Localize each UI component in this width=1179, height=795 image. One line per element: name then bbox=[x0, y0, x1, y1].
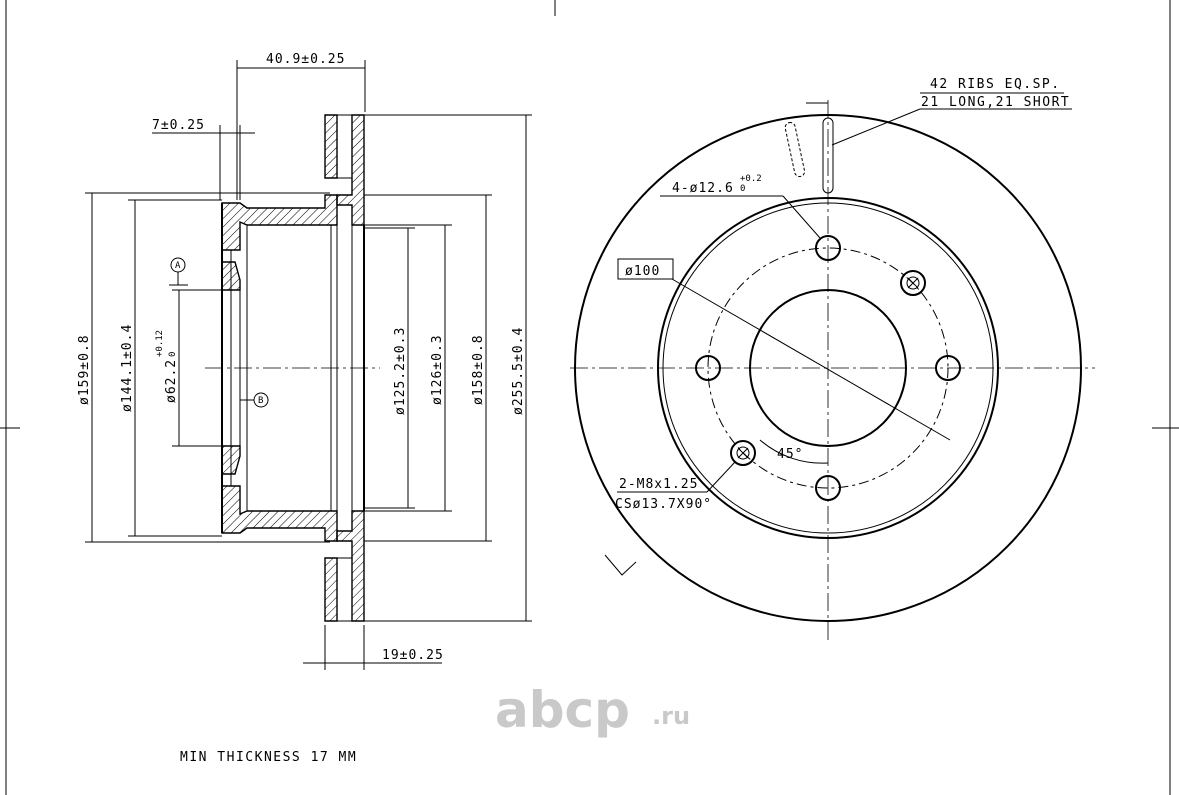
dim-holes-tol-lower: 0 bbox=[740, 184, 745, 194]
dim-d62-tol-upper: +0.12 bbox=[155, 330, 165, 357]
watermark-brand: abcp bbox=[495, 681, 630, 739]
dim-angle: 45° bbox=[777, 447, 803, 462]
dim-d125: ø125.2±0.3 bbox=[393, 327, 408, 415]
dim-d62-tol-lower: 0 bbox=[168, 352, 178, 357]
dim-holes: 4-ø12.6 bbox=[672, 181, 734, 196]
dim-hat-thickness: 7±0.25 bbox=[152, 118, 205, 133]
note-ribs-line1: 42 RIBS EQ.SP. bbox=[930, 77, 1061, 92]
datum-b-label: B bbox=[258, 396, 263, 406]
section-dimensions: 40.9±0.25 7±0.25 19±0.25 ø159±0.8 ø144.1… bbox=[77, 52, 532, 670]
dim-d255: ø255.5±0.4 bbox=[511, 327, 526, 415]
watermark-tld: .ru bbox=[652, 702, 690, 730]
dim-pcd: ø100 bbox=[625, 264, 660, 279]
dim-d159: ø159±0.8 bbox=[77, 334, 92, 405]
section-view bbox=[205, 114, 380, 622]
dim-overall-width: 40.9±0.25 bbox=[266, 52, 345, 67]
dim-disc-thickness: 19±0.25 bbox=[382, 648, 444, 663]
dim-d126: ø126±0.3 bbox=[430, 334, 445, 405]
dim-d158: ø158±0.8 bbox=[471, 334, 486, 405]
watermark-logo: abcp .ru bbox=[495, 681, 690, 739]
dim-d144: ø144.1±0.4 bbox=[120, 324, 135, 412]
note-min-thickness: MIN THICKNESS 17 MM bbox=[180, 750, 357, 765]
datum-a-label: A bbox=[175, 261, 181, 271]
note-ribs-line2: 21 LONG,21 SHORT bbox=[921, 95, 1070, 110]
dim-d62: ø62.2 bbox=[164, 359, 179, 403]
dim-holes-tol-upper: +0.2 bbox=[740, 174, 762, 184]
dim-thread-line2: CSø13.7X90° bbox=[615, 497, 712, 512]
front-view: 42 RIBS EQ.SP. 21 LONG,21 SHORT 4-ø12.6 … bbox=[570, 77, 1095, 640]
dim-thread-line1: 2-M8x1.25 bbox=[619, 477, 698, 492]
